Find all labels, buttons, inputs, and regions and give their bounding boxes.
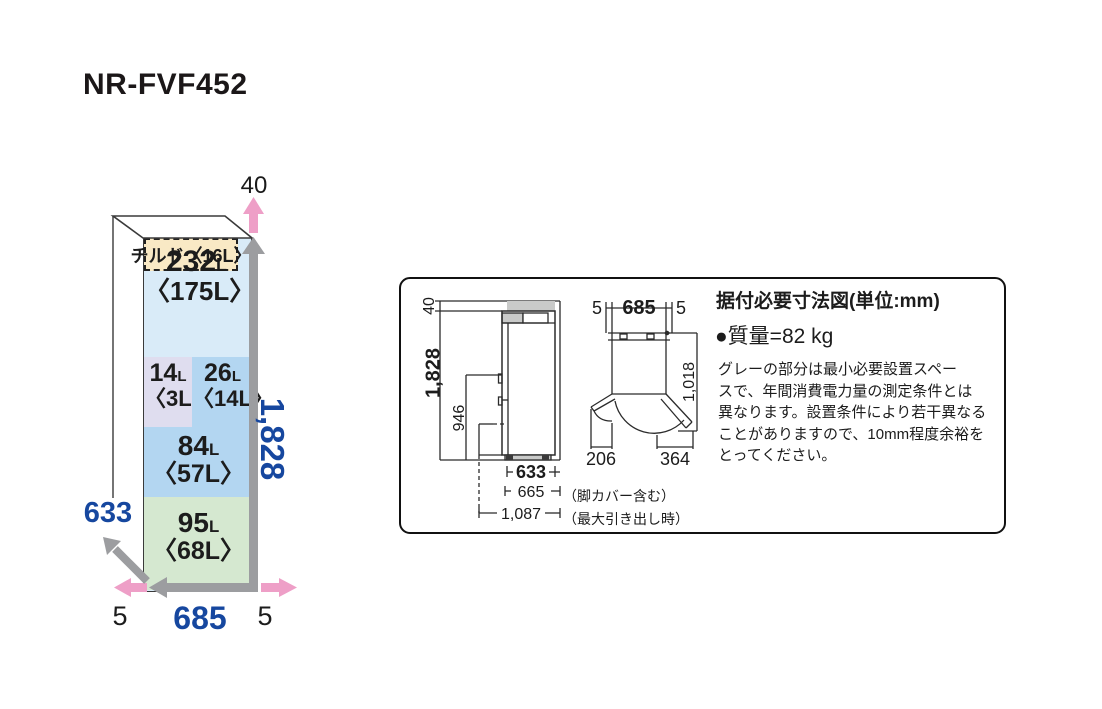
plan-dim-left-door: 206 [586, 449, 616, 469]
plan-view-drawing [590, 302, 698, 449]
fridge-top-face [110, 215, 255, 239]
note-line: 異なります。設置条件により若干異なる [718, 404, 987, 421]
capacity-value: 232L [165, 245, 228, 278]
dim-top-clearance: 40 [240, 172, 268, 199]
side-dim-depth: 633 [516, 462, 546, 482]
section-freezer: 84L 〈57L〉 [144, 427, 253, 497]
dim-gap-left: 5 [112, 601, 128, 631]
plan-dim-width: 685 [622, 297, 655, 319]
dim-height: 1,828 [254, 397, 291, 481]
plan-dim-gap-left: 5 [592, 298, 602, 318]
panel-title: 据付必要寸法図(単位:mm) [716, 291, 940, 312]
side-dim-height: 1,828 [422, 348, 444, 398]
side-view-drawing [435, 300, 561, 518]
dim-width: 685 [173, 600, 227, 636]
side-dim-handle-height: 946 [451, 405, 468, 432]
height-arrow [242, 237, 265, 592]
weight-spec: ●質量=82 kg [715, 325, 834, 348]
side-dim-depth-drawer: 1,087 [501, 506, 541, 523]
installation-note: グレーの部分は最小必要設置スペー スで、年間消費電力量の測定条件とは 異なります… [718, 359, 986, 467]
top-clearance-arrow [243, 197, 264, 233]
capacity-value: 84L [177, 430, 220, 461]
capacity-value: 14L [149, 359, 187, 387]
side-dim-depth-cover: 665 [518, 484, 545, 501]
note-line: グレーの部分は最小必要設置スペー [718, 361, 957, 378]
note-line: とってください。 [718, 447, 837, 464]
dim-gap-right: 5 [257, 601, 273, 631]
side-dim-top: 40 [421, 297, 438, 315]
note-line: スで、年間消費電力量の測定条件とは [718, 382, 973, 400]
depth-arrow [103, 537, 150, 584]
width-arrow [149, 577, 252, 598]
left-clearance-arrow [114, 578, 147, 597]
hinge-cover-fill [501, 312, 524, 324]
section-vegetable-room: 95L 〈68L〉 [144, 497, 253, 590]
capacity-sub-value: 〈68L〉 [151, 536, 246, 565]
fridge-outline-and-arrows [103, 197, 297, 598]
dim-depth: 633 [83, 497, 133, 529]
section-refrigerator: 232L 〈175L〉 [144, 245, 256, 306]
capacity-value: 26L [204, 359, 241, 387]
installation-panel: 40 1,828 946 633 665 1,087 （脚カバー含む） （最大引… [399, 277, 1006, 534]
plan-dim-open-depth: 1,018 [681, 362, 698, 402]
installation-drawings: 40 1,828 946 633 665 1,087 （脚カバー含む） （最大引… [421, 297, 698, 527]
side-note-leg-cover: （脚カバー含む） [563, 488, 675, 504]
capacity-value: 95L [177, 507, 220, 538]
capacity-sub-value: 〈175L〉 [144, 275, 256, 306]
plan-dim-gap-right: 5 [676, 298, 686, 318]
fridge-capacity-diagram: 232L 〈175L〉 チルド〈16L〉 14L 〈3L〉 26L 〈14L〉 … [130, 237, 274, 592]
side-note-drawer-open: （最大引き出し時） [563, 511, 689, 527]
model-number-title: NR-FVF452 [83, 68, 248, 101]
capacity-sub-value: 〈57L〉 [151, 459, 246, 488]
section-chilled-room: チルド〈16L〉 [130, 238, 252, 271]
plan-dim-right-door: 364 [660, 449, 690, 469]
note-line: ことがありますので、10mm程度余裕を [718, 425, 985, 443]
min-space-top-fill [507, 301, 555, 311]
right-clearance-arrow [261, 578, 297, 597]
